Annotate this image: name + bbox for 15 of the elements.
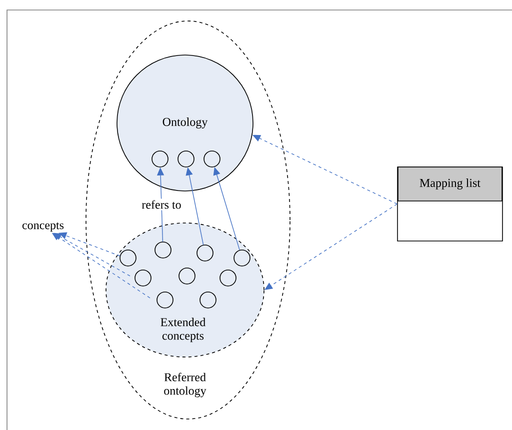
- small-circle: [220, 270, 236, 286]
- table-box: Mapping list: [397, 166, 503, 242]
- small-circle: [134, 270, 152, 286]
- small-circle: [152, 150, 168, 168]
- small-circle: [178, 268, 196, 284]
- edge-label: refers to: [142, 200, 181, 209]
- small-circle: [154, 242, 172, 258]
- small-circle: [178, 150, 194, 168]
- small-circle: [204, 150, 220, 168]
- small-circle: [200, 292, 216, 308]
- small-circle: [120, 250, 136, 266]
- concept-label: concepts: [22, 222, 64, 232]
- small-circle: [156, 292, 174, 308]
- small-circle: [196, 244, 214, 262]
- small-circle: [234, 250, 250, 266]
